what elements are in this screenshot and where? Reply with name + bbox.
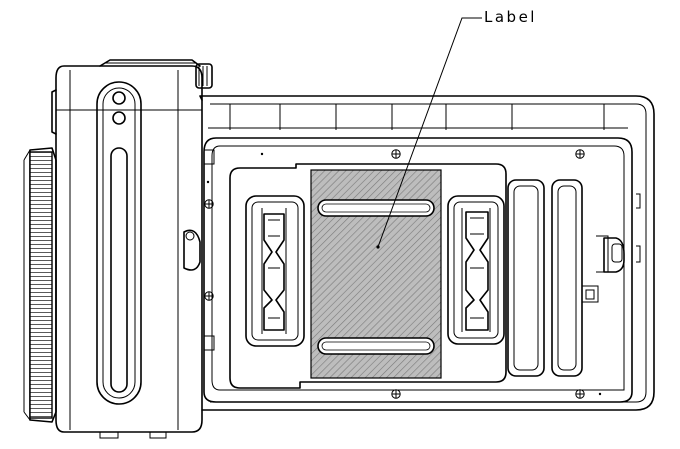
film-door [199,95,655,411]
camera-body [51,59,213,439]
lens-ring [23,147,57,423]
callout-label: Label [484,8,537,26]
film-plate [229,163,583,389]
callout: Label [377,8,537,248]
label-area [310,169,442,379]
